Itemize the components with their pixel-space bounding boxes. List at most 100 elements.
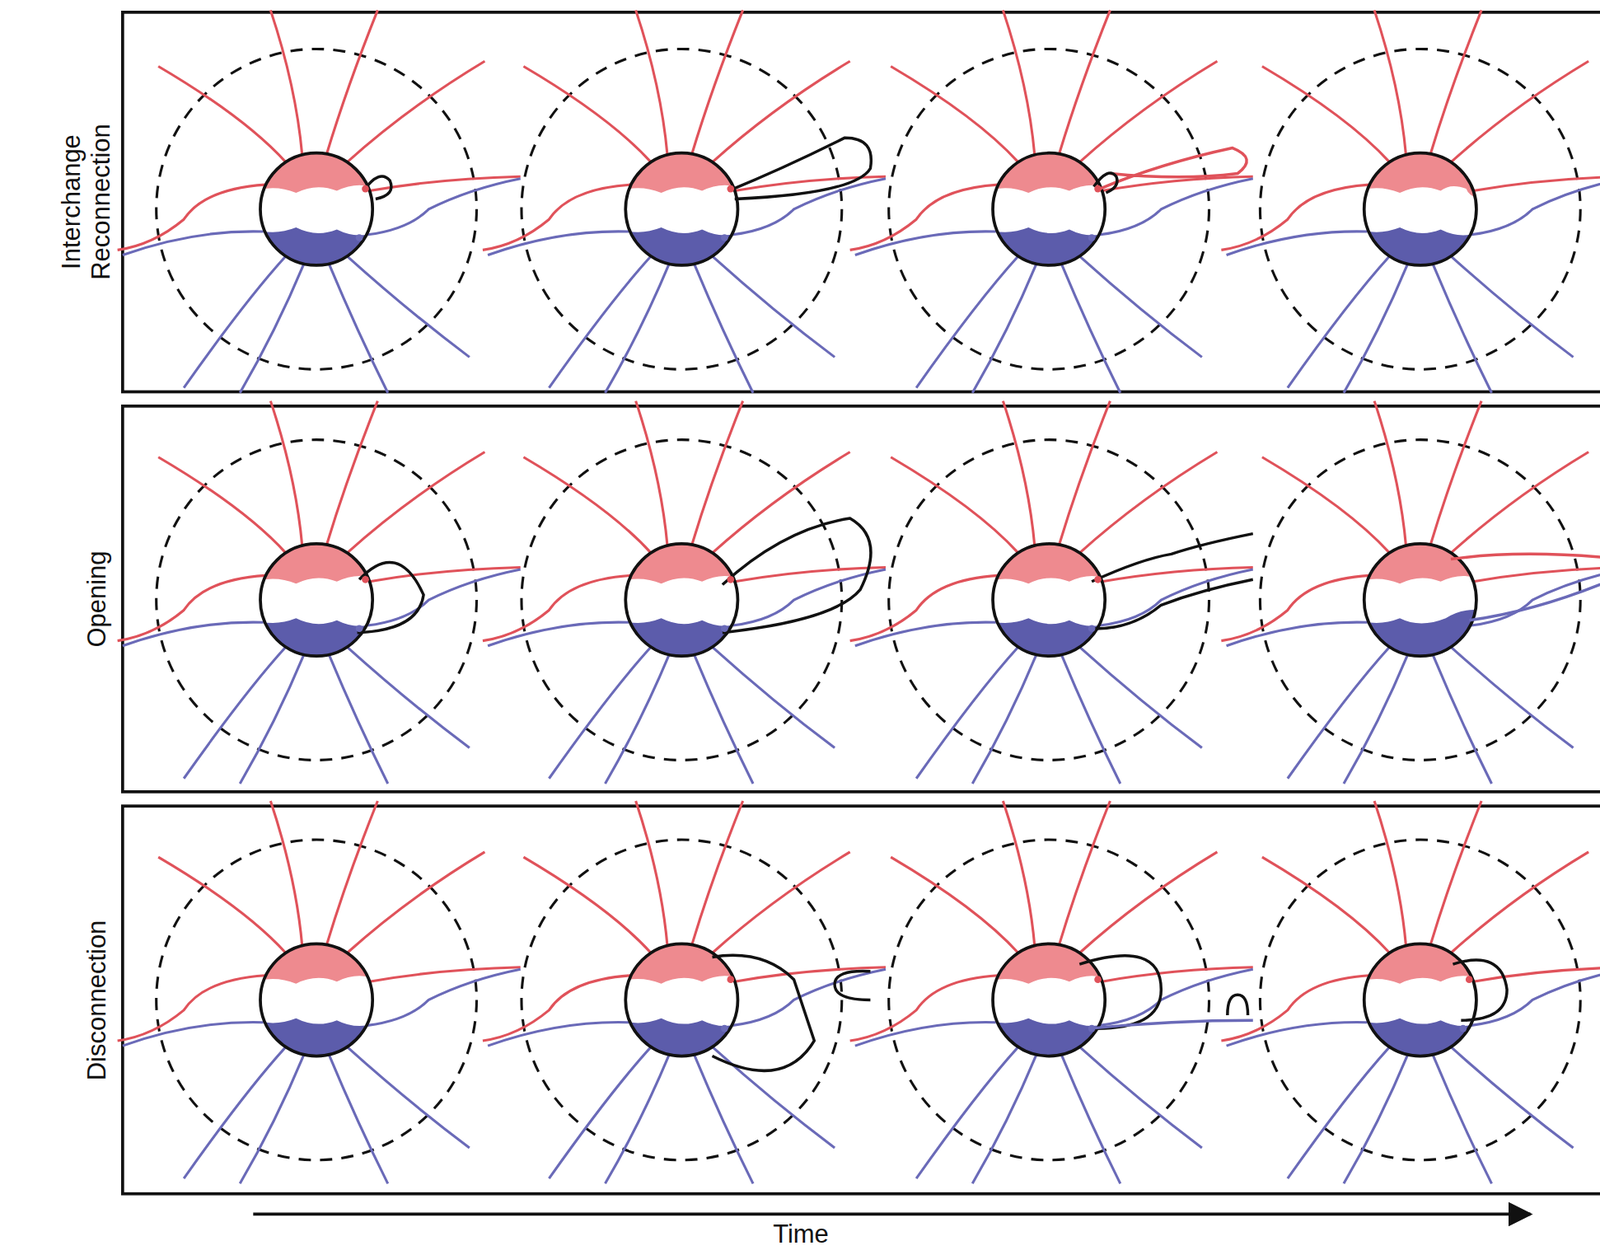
panel-frame <box>122 12 1600 393</box>
field-line <box>1262 856 1390 953</box>
field-line <box>367 968 521 1025</box>
loop-line <box>722 518 871 633</box>
field-line <box>1059 9 1111 155</box>
field-line <box>1221 184 1370 250</box>
footpoint <box>1094 975 1102 983</box>
field-line <box>482 975 632 1041</box>
field-line <box>523 457 651 553</box>
field-line <box>1343 654 1409 784</box>
field-line <box>1099 178 1254 235</box>
north-coronal-hole <box>255 938 379 983</box>
sun-diagram <box>482 401 886 784</box>
row-label: Interchange Reconnection <box>56 107 116 297</box>
field-line <box>346 60 485 163</box>
field-line <box>346 851 485 954</box>
footpoint <box>726 575 735 584</box>
field-line <box>270 800 302 946</box>
footpoint <box>361 575 370 584</box>
field-line <box>487 231 629 256</box>
field-line <box>122 231 264 256</box>
north-coronal-hole <box>620 148 744 193</box>
field-line <box>1002 9 1034 155</box>
field-line <box>1079 452 1217 554</box>
north-coronal-hole <box>1359 538 1483 584</box>
sun-limb <box>625 543 738 656</box>
field-line <box>712 646 836 749</box>
field-line <box>346 1046 470 1148</box>
north-coronal-hole <box>255 538 379 584</box>
loop-line <box>1450 553 1600 559</box>
field-line <box>1059 800 1111 946</box>
field-line <box>890 65 1019 162</box>
sun-diagram <box>850 800 1254 1184</box>
field-line <box>1450 256 1574 358</box>
field-line <box>1450 60 1589 163</box>
field-line <box>1221 575 1370 641</box>
field-line <box>270 401 302 547</box>
field-line <box>482 575 632 641</box>
field-line <box>239 262 305 393</box>
field-line <box>183 646 286 779</box>
field-line <box>916 646 1019 779</box>
field-line <box>158 65 286 162</box>
sun-diagram <box>482 9 886 393</box>
field-line <box>636 800 668 946</box>
field-line <box>1287 1046 1390 1179</box>
field-line <box>1450 646 1574 749</box>
field-line <box>712 452 851 554</box>
north-coronal-hole <box>255 148 379 193</box>
field-line <box>972 1053 1037 1184</box>
sun-diagram <box>1221 800 1600 1184</box>
field-line <box>548 646 651 779</box>
field-line <box>605 262 670 393</box>
field-line <box>1079 851 1217 954</box>
north-coronal-hole <box>620 538 744 584</box>
footpoint <box>1459 1024 1468 1033</box>
field-line <box>548 1046 651 1179</box>
field-line <box>890 856 1019 953</box>
field-line <box>1226 622 1368 646</box>
field-line <box>117 975 267 1041</box>
field-line <box>712 60 851 163</box>
field-line <box>523 65 651 162</box>
sun-diagram <box>850 9 1254 393</box>
panel-frame <box>122 805 1600 1194</box>
footpoint <box>1088 624 1096 632</box>
field-line <box>855 622 997 646</box>
field-line <box>1343 262 1409 393</box>
north-coronal-hole <box>620 938 744 983</box>
footpoint <box>1088 1024 1096 1033</box>
loop-line <box>834 970 871 1000</box>
field-line <box>712 256 836 358</box>
footpoint <box>726 185 735 193</box>
footpoint <box>1465 975 1474 983</box>
sun-limb <box>625 943 738 1056</box>
loop-line <box>357 561 424 632</box>
field-line <box>239 1053 305 1184</box>
field-line <box>1002 800 1034 946</box>
field-line <box>1374 9 1406 155</box>
field-line <box>117 184 267 250</box>
field-line <box>482 184 632 250</box>
sun-diagram <box>1221 401 1600 784</box>
sun-diagram <box>1221 9 1600 393</box>
field-line <box>1226 1022 1368 1047</box>
sun-limb <box>1364 153 1477 266</box>
field-line <box>692 401 744 546</box>
field-line <box>1287 646 1390 779</box>
axis-label: Time <box>718 1219 884 1250</box>
field-line <box>972 262 1037 393</box>
panel-frame <box>122 406 1600 792</box>
field-line <box>1079 256 1203 358</box>
footpoint <box>726 975 735 983</box>
field-line <box>1099 569 1254 626</box>
field-line <box>1079 60 1217 163</box>
loop-line <box>712 954 815 1071</box>
field-line <box>117 575 267 641</box>
field-line <box>122 622 264 646</box>
field-line <box>346 452 485 554</box>
field-line <box>890 457 1019 553</box>
field-line <box>326 800 378 946</box>
loop-line <box>1227 994 1249 1016</box>
